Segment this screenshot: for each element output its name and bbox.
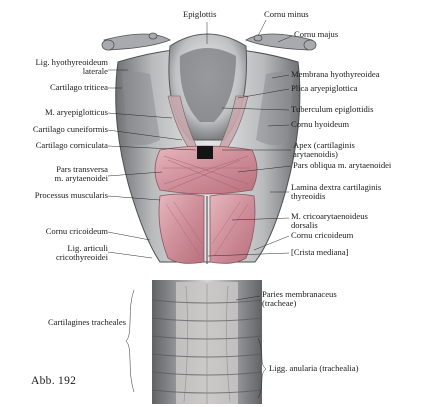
label-cornu-cricoideum-left: Cornu cricoideum	[45, 226, 108, 236]
label-cartilago-corniculata: Cartilago corniculata	[35, 140, 108, 150]
label-ligg-anularia: Ligg. anularia (trachealia)	[269, 363, 359, 373]
label-lig-articuli: Lig. articuli cricothyreoidei	[55, 243, 108, 263]
hyoid-horns	[101, 32, 317, 51]
label-lamina-dextra: Lamina dextra cartilaginis thyreoidis	[291, 182, 382, 202]
label-cartilago-triticea: Cartilago triticea	[50, 82, 108, 92]
leader-lines	[107, 19, 293, 399]
label-cornu-hyoideum: Cornu hyoideum	[291, 119, 350, 129]
label-m-cricoarytaenoideus: M. cricoarytaenoideus dorsalis	[291, 211, 368, 231]
label-plica-aryepiglottica: Plica aryepiglottica	[291, 83, 358, 93]
label-membrana-hyothyreoidea: Membrana hyothyreoidea	[291, 69, 380, 79]
trachea	[151, 280, 263, 404]
label-cartilago-cuneiformis: Cartilago cuneiformis	[32, 124, 108, 134]
label-apex: Apex (cartilaginis arytaenoidis)	[293, 140, 355, 160]
label-cornu-minus: Cornu minus	[264, 9, 309, 19]
label-pars-transversa: Pars transversa m. arytaenoidei	[54, 164, 108, 184]
label-m-aryepiglotticus: M. aryepiglotticus	[44, 107, 108, 117]
label-tuberculum-epiglottidis: Tuberculum epiglottidis	[291, 104, 374, 114]
epiglottis-shape	[168, 33, 247, 141]
label-cornu-majus: Cornu majus	[294, 29, 339, 39]
figure-caption: Abb. 192	[31, 375, 77, 387]
label-cartilagines-tracheales: Cartilagines tracheales	[47, 317, 126, 327]
label-paries-membranaceus: Paries membranaceus (tracheae)	[262, 289, 337, 309]
label-pars-obliqua: Pars obliqua m. arytaenoidei	[293, 160, 392, 170]
cricoarytaenoid-muscles	[158, 193, 256, 264]
arytaenoid-muscles	[154, 145, 258, 195]
label-cornu-cricoideum-right: Cornu cricoideum	[291, 230, 354, 240]
label-processus-muscularis: Processus muscularis	[34, 190, 108, 200]
label-crista-mediana: [Crista mediana]	[291, 247, 349, 257]
label-lig-hyothyreoideum: Lig. hyothyreoideum laterale	[35, 57, 108, 77]
label-epiglottis: Epiglottis	[183, 9, 217, 19]
